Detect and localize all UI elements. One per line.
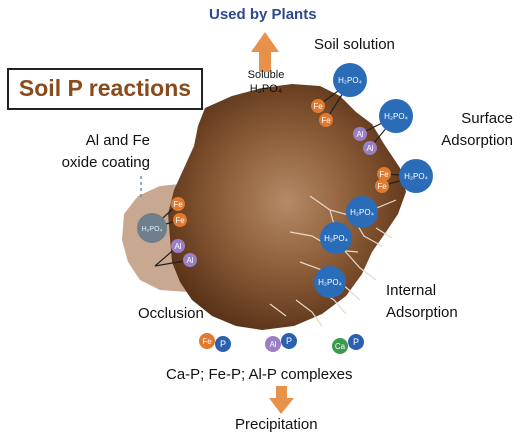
al-fe-coating-label: Al and Fe oxide coating — [61, 132, 150, 171]
h2po4-label: H₂PO₄ — [142, 226, 163, 233]
h2po4-molecule: H₂PO₄ — [379, 99, 413, 133]
svg-text:Al: Al — [366, 144, 373, 153]
svg-text:Fe: Fe — [377, 182, 387, 191]
fe-ion: Fe — [377, 167, 391, 181]
svg-text:Al: Al — [174, 242, 181, 251]
svg-text:P: P — [353, 337, 359, 347]
h2po4-molecule: H₂PO₄ — [333, 63, 367, 97]
al-ion: Al — [363, 141, 377, 155]
fe-ion: Fe — [319, 113, 333, 127]
svg-text:Fe: Fe — [321, 116, 331, 125]
h2po4-label: H₂PO₄ — [318, 278, 342, 287]
down-arrow — [269, 386, 294, 414]
fe-p-complex: Fe P — [199, 333, 231, 352]
h2po4-label: H₂PO₄ — [324, 234, 348, 243]
h2po4-label: H₂PO₄ — [350, 208, 374, 217]
ca-p-complex: Ca P — [332, 334, 364, 354]
al-p-complex: Al P — [265, 333, 297, 352]
h2po4-molecule: H₂PO₄ — [320, 222, 352, 254]
svg-text:Fe: Fe — [175, 216, 185, 225]
svg-text:Ca: Ca — [335, 342, 346, 351]
svg-text:Fe: Fe — [379, 170, 389, 179]
svg-text:Fe: Fe — [173, 200, 183, 209]
svg-text:P: P — [286, 336, 292, 346]
soluble-line2: H₂PO₄ — [249, 83, 283, 95]
used-by-plants-label: Used by Plants — [209, 6, 317, 23]
h2po4-molecule: H₂PO₄ — [346, 196, 378, 228]
fe-ion: Fe — [171, 197, 185, 211]
svg-text:P: P — [220, 339, 226, 349]
diagram-title: Soil P reactions — [18, 75, 192, 101]
title-box: Soil P reactions — [7, 68, 203, 110]
soil-particle — [168, 84, 406, 330]
soluble-line1: Soluble — [247, 69, 285, 81]
complexes-label: Ca-P; Fe-P; Al-P complexes — [166, 366, 353, 383]
svg-text:Fe: Fe — [202, 337, 212, 346]
soil-solution-label: Soil solution — [314, 36, 395, 53]
fe-ion: Fe — [311, 99, 325, 113]
precipitation-label: Precipitation — [235, 416, 318, 433]
fe-ion: Fe — [173, 213, 187, 227]
svg-text:Al: Al — [186, 256, 193, 265]
svg-text:Fe: Fe — [313, 102, 323, 111]
svg-text:Al: Al — [269, 340, 276, 349]
al-ion: Al — [353, 127, 367, 141]
occlusion-label: Occlusion — [138, 305, 204, 322]
soluble-label: Soluble H₂PO₄ — [238, 68, 294, 96]
surface-adsorption-label: Surface Adsorption — [441, 110, 513, 149]
h2po4-label: H₂PO₄ — [338, 76, 362, 85]
h2po4-molecule-occluded: H₂PO₄ — [137, 213, 167, 243]
fe-ion: Fe — [375, 179, 389, 193]
al-ion: Al — [183, 253, 197, 267]
h2po4-molecule: H₂PO₄ — [399, 159, 433, 193]
internal-adsorption-label: Internal Adsorption — [386, 282, 458, 321]
h2po4-label: H₂PO₄ — [384, 112, 408, 121]
h2po4-label: H₂PO₄ — [404, 172, 428, 181]
up-arrow — [251, 32, 279, 72]
al-ion: Al — [171, 239, 185, 253]
h2po4-molecule: H₂PO₄ — [314, 266, 346, 298]
svg-text:Al: Al — [356, 130, 363, 139]
